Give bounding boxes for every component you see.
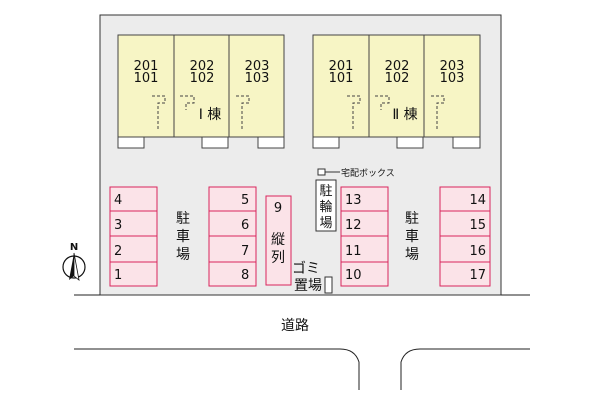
building-1: 201 101 202 102 203 103 Ⅰ 棟 (117, 34, 285, 149)
tandem-label: 縦 (271, 232, 285, 248)
parking-label: 駐 (405, 211, 419, 227)
stair-outline (375, 95, 390, 110)
garbage-box (324, 276, 333, 294)
bicycle-parking-label: 場 (319, 216, 332, 231)
entrance-box (257, 136, 285, 149)
unit-number-lower: 102 (190, 71, 215, 86)
parking-space (208, 210, 257, 237)
parking-label: 場 (176, 247, 190, 263)
parking-space (340, 261, 389, 287)
parking-center-right-column (340, 186, 389, 287)
parking-number: 5 (241, 193, 249, 208)
building-name: Ⅱ 棟 (392, 107, 417, 123)
parking-number: 10 (345, 268, 362, 283)
parking-number: 2 (114, 244, 122, 259)
building-name: Ⅰ 棟 (199, 107, 222, 123)
parking-number: 8 (241, 268, 249, 283)
bicycle-parking (315, 179, 337, 232)
parking-number: 3 (114, 218, 122, 233)
parking-space (109, 235, 158, 263)
parking-center-left-column (208, 186, 257, 287)
entrance-box (117, 136, 145, 149)
parking-space (109, 210, 158, 237)
parking-space (439, 210, 491, 237)
compass-needle-outline (73, 252, 80, 281)
building-1-block (117, 34, 285, 138)
unit-number-upper: 203 (440, 59, 465, 74)
parking-space (109, 186, 158, 212)
parking-number: 4 (114, 193, 122, 208)
tandem-label: 列 (271, 250, 285, 266)
compass-letter: N (70, 242, 78, 253)
parking-number: 13 (345, 193, 362, 208)
compass-needle (69, 253, 74, 280)
parking-space (208, 235, 257, 263)
parking-space (208, 261, 257, 287)
bicycle-parking-label: 輪 (319, 199, 332, 215)
unit-number-upper: 202 (385, 59, 410, 74)
parking-space (208, 186, 257, 212)
building-2: 201 101 202 102 203 103 Ⅱ 棟 (312, 34, 481, 149)
stair-outline (152, 95, 166, 130)
north-compass-icon: N (62, 242, 86, 281)
building-2-block (312, 34, 481, 138)
entrance-box (452, 136, 481, 149)
parking-space (439, 235, 491, 263)
unit-number-upper: 201 (329, 59, 354, 74)
unit-number-upper: 201 (134, 59, 159, 74)
garbage-area-label: ゴミ (292, 260, 320, 277)
parking-number: 9 (274, 201, 282, 216)
parking-number: 17 (469, 268, 486, 283)
entrance-box (396, 136, 424, 149)
parking-space (340, 186, 389, 212)
road-label: 道路 (281, 318, 309, 334)
parking-space (439, 261, 491, 287)
parking-label: 車 (405, 228, 419, 245)
parking-number: 1 (114, 268, 122, 283)
garbage-area-label: 置場 (294, 278, 322, 294)
parking-space (109, 261, 158, 287)
parking-label: 場 (405, 247, 419, 263)
parking-space (439, 186, 491, 212)
parking-label: 車 (176, 228, 190, 245)
entrance-box (312, 136, 340, 149)
unit-number-lower: 103 (440, 71, 465, 86)
unit-number-lower: 101 (329, 71, 354, 86)
stair-outline (236, 95, 250, 130)
parking-number: 14 (469, 193, 486, 208)
stair-outline (431, 95, 445, 130)
unit-number-lower: 101 (134, 71, 159, 86)
parking-right-column (439, 186, 491, 287)
parking-number: 12 (345, 218, 362, 233)
unit-number-upper: 203 (245, 59, 270, 74)
bicycle-parking-label: 駐 (319, 184, 332, 199)
parking-number: 11 (345, 244, 362, 259)
parking-number: 15 (469, 218, 486, 233)
road-curb-left (74, 348, 360, 390)
delivery-box-icon (317, 168, 326, 176)
parking-left-column (109, 186, 158, 287)
unit-number-upper: 202 (190, 59, 215, 74)
unit-number-lower: 103 (245, 71, 270, 86)
unit-number-lower: 102 (385, 71, 410, 86)
delivery-box-label: 宅配ボックス (341, 167, 395, 179)
parking-number: 7 (241, 244, 249, 259)
stair-outline (347, 95, 361, 130)
road-curb-right (400, 348, 530, 390)
parking-number: 6 (241, 218, 249, 233)
stair-outline (180, 95, 195, 110)
parking-space-tandem (265, 195, 292, 286)
entrance-box (201, 136, 229, 149)
parking-space (340, 210, 389, 237)
parking-number: 16 (469, 244, 486, 259)
parking-label: 駐 (176, 211, 190, 227)
